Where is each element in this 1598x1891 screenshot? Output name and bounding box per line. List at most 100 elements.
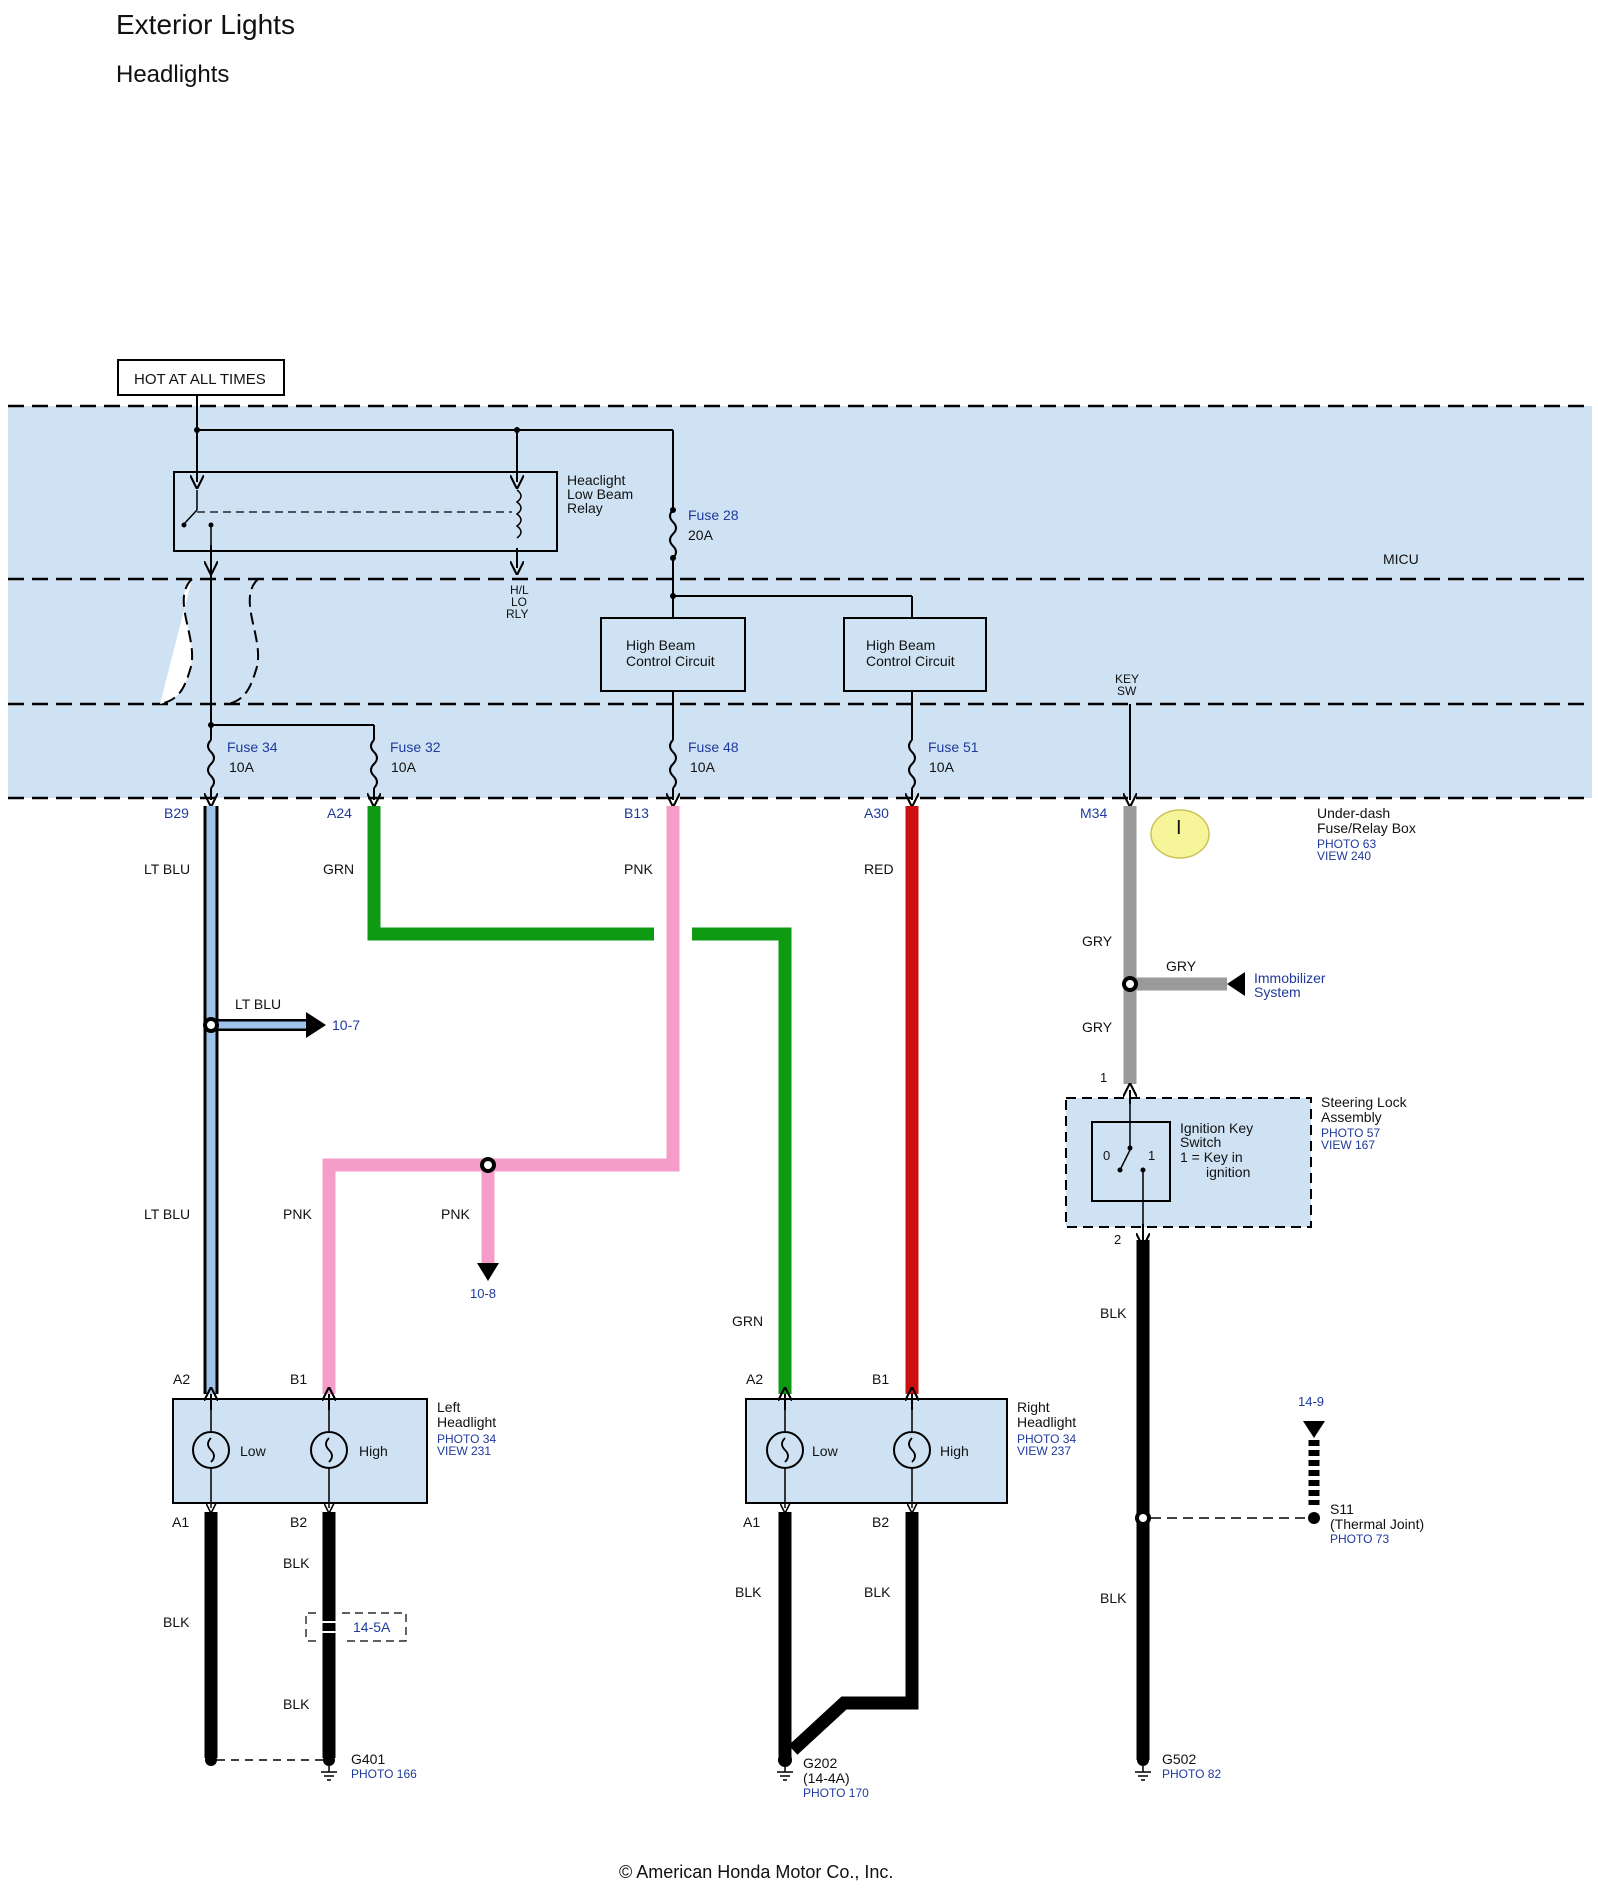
hbcc1-label-1: High Beam bbox=[626, 637, 695, 653]
micu-label: MICU bbox=[1383, 551, 1419, 567]
right-pin-a1: A1 bbox=[743, 1514, 760, 1530]
arrow-right-icon bbox=[306, 1012, 326, 1038]
fuse-34-label: Fuse 34 bbox=[227, 739, 278, 755]
fuse-28-icon bbox=[669, 509, 677, 559]
wire-label-blk-l1: BLK bbox=[163, 1614, 190, 1630]
fuse-48-icon bbox=[669, 739, 677, 789]
wire-label-ltblu-3: LT BLU bbox=[144, 1206, 190, 1222]
wire-label-blk-l2: BLK bbox=[283, 1555, 310, 1571]
wire-label-blk-l3: BLK bbox=[283, 1696, 310, 1712]
left-pin-b1: B1 bbox=[290, 1371, 307, 1387]
left-headlight-photo: PHOTO 34 bbox=[437, 1432, 496, 1446]
right-pin-b1: B1 bbox=[872, 1371, 889, 1387]
ignition-label-2: Switch bbox=[1180, 1134, 1221, 1150]
ground-g202-icon bbox=[777, 1766, 793, 1781]
fuse-51-amp: 10A bbox=[929, 759, 955, 775]
right-headlight-box bbox=[745, 1398, 1008, 1504]
wire-label-gry-1: GRY bbox=[1082, 933, 1113, 949]
wire-label-pnk-3: PNK bbox=[441, 1206, 470, 1222]
steering-photo: PHOTO 57 bbox=[1321, 1126, 1380, 1140]
relay-label-3: Relay bbox=[567, 500, 603, 516]
key-sw-label-2: SW bbox=[1117, 684, 1137, 698]
ref-14-9[interactable]: 14-9 bbox=[1298, 1394, 1324, 1409]
g502-photo: PHOTO 82 bbox=[1162, 1767, 1221, 1781]
left-headlight-view: VIEW 231 bbox=[437, 1444, 491, 1458]
underdash-view: VIEW 240 bbox=[1317, 849, 1371, 863]
left-headlight-label-2: Headlight bbox=[437, 1414, 496, 1430]
pin-b29: B29 bbox=[164, 805, 189, 821]
wire-label-pnk-2: PNK bbox=[283, 1206, 312, 1222]
relay-coil-icon bbox=[515, 489, 522, 539]
wire-label-blk-r2: BLK bbox=[1100, 1590, 1127, 1606]
headlight-low-beam-relay bbox=[173, 471, 558, 552]
ref-10-8[interactable]: 10-8 bbox=[470, 1286, 496, 1301]
right-headlight-label-2: Headlight bbox=[1017, 1414, 1076, 1430]
relay-label-1: Heaclight bbox=[567, 472, 625, 488]
s11-photo: PHOTO 73 bbox=[1330, 1532, 1389, 1546]
page-subtitle: Headlights bbox=[116, 61, 229, 88]
pin-a30: A30 bbox=[864, 805, 889, 821]
underdash-label-1: Under-dash bbox=[1317, 805, 1390, 821]
s11-sub: (Thermal Joint) bbox=[1330, 1516, 1424, 1532]
wire-label-blk-r4: BLK bbox=[864, 1584, 891, 1600]
steering-view: VIEW 167 bbox=[1321, 1138, 1375, 1152]
relay-pin-3: RLY bbox=[506, 607, 528, 621]
ref-14-5a[interactable]: 14-5A bbox=[353, 1619, 391, 1635]
wire-label-grn-2: GRN bbox=[732, 1313, 763, 1329]
marker-badge[interactable] bbox=[1150, 809, 1210, 859]
fuse-48-amp: 10A bbox=[690, 759, 716, 775]
ignition-pos-0: 0 bbox=[1103, 1148, 1110, 1163]
fuse-32-label: Fuse 32 bbox=[390, 739, 441, 755]
connector-14-5a bbox=[305, 1612, 407, 1642]
left-headlight-label-1: Left bbox=[437, 1399, 460, 1415]
hot-label: HOT AT ALL TIMES bbox=[134, 371, 266, 388]
pin-m34: M34 bbox=[1080, 805, 1107, 821]
right-pin-b2: B2 bbox=[872, 1514, 889, 1530]
wire-label-pnk-1: PNK bbox=[624, 861, 653, 877]
hbcc1-label-2: Control Circuit bbox=[626, 653, 715, 669]
g401-photo: PHOTO 166 bbox=[351, 1767, 417, 1781]
ignition-label-3: 1 = Key in bbox=[1180, 1149, 1243, 1165]
g202-sub: (14-4A) bbox=[803, 1770, 850, 1786]
hbcc2-label-2: Control Circuit bbox=[866, 653, 955, 669]
fuse-34-icon bbox=[207, 739, 215, 789]
right-headlight-view: VIEW 237 bbox=[1017, 1444, 1071, 1458]
right-low-label: Low bbox=[812, 1443, 839, 1459]
left-high-label: High bbox=[359, 1443, 388, 1459]
relay-pin-1: H/L bbox=[510, 583, 529, 597]
immobilizer-label-2: System bbox=[1254, 984, 1301, 1000]
wire-label-ltblu-2: LT BLU bbox=[235, 996, 281, 1012]
relay-pin-2: LO bbox=[511, 595, 527, 609]
underdash-photo: PHOTO 63 bbox=[1317, 837, 1376, 851]
hot-at-all-times-box bbox=[117, 359, 285, 396]
copyright: © American Honda Motor Co., Inc. bbox=[619, 1862, 893, 1882]
wire-label-blk-r1: BLK bbox=[1100, 1305, 1127, 1321]
left-headlight-box bbox=[172, 1398, 428, 1504]
s11-label: S11 bbox=[1330, 1501, 1354, 1517]
wire-grn bbox=[367, 806, 654, 941]
underdash-label-2: Fuse/Relay Box bbox=[1317, 820, 1416, 836]
fuse-28-label: Fuse 28 bbox=[688, 507, 739, 523]
wire-label-ltblu-1: LT BLU bbox=[144, 861, 190, 877]
steering-pin-2: 2 bbox=[1114, 1232, 1121, 1247]
left-pin-a2: A2 bbox=[173, 1371, 190, 1387]
wire-label-grn-1: GRN bbox=[323, 861, 354, 877]
fuse-51-icon bbox=[908, 739, 916, 789]
fuse-34-amp: 10A bbox=[229, 759, 255, 775]
key-sw-label-1: KEY bbox=[1115, 672, 1139, 686]
ground-g502-icon bbox=[1135, 1766, 1151, 1781]
ref-10-7[interactable]: 10-7 bbox=[332, 1017, 360, 1033]
hbcc2-label-1: High Beam bbox=[866, 637, 935, 653]
wire-blk-right-b2 bbox=[788, 1512, 919, 1755]
left-low-label: Low bbox=[240, 1443, 267, 1459]
left-pin-a1: A1 bbox=[172, 1514, 189, 1530]
right-high-label: High bbox=[940, 1443, 969, 1459]
arrow-down-icon bbox=[477, 1263, 499, 1281]
wire-pnk bbox=[322, 806, 680, 1394]
steering-pin-1: 1 bbox=[1100, 1070, 1107, 1085]
wire-label-blk-r3: BLK bbox=[735, 1584, 762, 1600]
left-pin-b2: B2 bbox=[290, 1514, 307, 1530]
right-pin-a2: A2 bbox=[746, 1371, 763, 1387]
steering-lock-assembly bbox=[1065, 1097, 1312, 1228]
